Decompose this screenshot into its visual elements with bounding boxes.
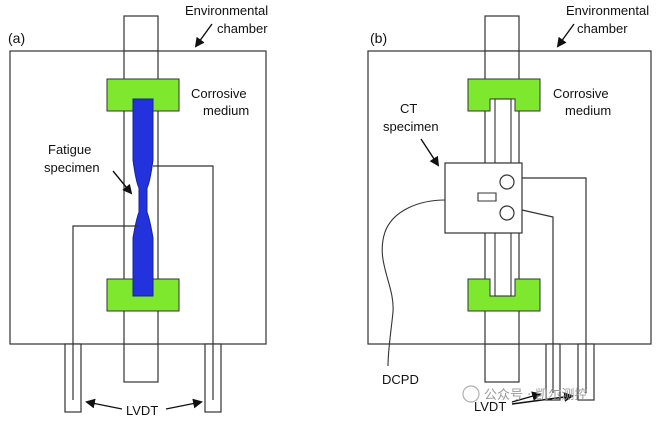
- panel-b-tag: (b): [370, 30, 387, 46]
- panel-a-medium-label-line1: Corrosive: [191, 86, 247, 101]
- panel-b-lvdt-arrow-left: [511, 391, 542, 403]
- panel-a-specimen-label-line1: Fatigue: [48, 142, 91, 157]
- panel-b-ct-notch: [477, 192, 497, 202]
- watermark-text: 公众号 · 凯尔测控: [484, 388, 587, 403]
- panel-b-specimen-arrow: [420, 138, 440, 167]
- panel-a: (a) Environmental chamber Corrosive medi…: [8, 3, 268, 418]
- panel-b-lvdt-arrow-right: [511, 392, 574, 405]
- panel-a-lvdt-rod-right: [153, 165, 214, 344]
- panel-b-dcpd-wire: [381, 199, 446, 367]
- panel-b-chamber-label-line1: Environmental: [566, 3, 649, 18]
- panel-a-specimen-arrow: [112, 170, 133, 195]
- panel-b-dcpd-label: DCPD: [382, 372, 419, 387]
- panel-b-upper-clevis: [494, 98, 512, 164]
- panel-a-lvdt-rod-left: [72, 225, 139, 344]
- panel-a-lvdt-arrow-left: [85, 398, 123, 410]
- panel-b-lower-clevis: [494, 232, 512, 297]
- watermark-logo-icon: [462, 385, 480, 403]
- panel-b-medium-label-line2: medium: [565, 103, 611, 118]
- panel-b-lvdt-rod-left: [521, 209, 554, 344]
- panel-b-ct-pin-hole-upper: [499, 174, 515, 190]
- panel-a-chamber-label-line2: chamber: [217, 21, 268, 36]
- panel-a-specimen-label-line2: specimen: [44, 160, 100, 175]
- panel-b-ct-pin-hole-lower: [499, 205, 515, 221]
- panel-b-lower-grip: [467, 278, 541, 312]
- panel-b-medium-label-line1: Corrosive: [553, 86, 609, 101]
- watermark: 公众号 · 凯尔测控: [462, 385, 587, 403]
- panel-a-lvdt-label: LVDT: [126, 403, 158, 418]
- panel-b-lvdt-rod-right: [522, 177, 587, 344]
- panel-b-specimen-label-line1: CT: [400, 101, 417, 116]
- panel-b-chamber-label-line2: chamber: [577, 21, 628, 36]
- panel-b: (b) Environmental chamber Corrosive: [367, 3, 652, 414]
- panel-a-chamber-arrow: [194, 23, 213, 48]
- panel-a-lvdt-arrow-right: [165, 398, 203, 410]
- panel-a-chamber-label-line1: Environmental: [185, 3, 268, 18]
- panel-b-upper-grip: [467, 78, 541, 112]
- panel-b-chamber-arrow: [556, 23, 575, 48]
- panel-b-specimen-label-line2: specimen: [383, 119, 439, 134]
- panel-b-lvdt-label: LVDT: [474, 399, 506, 414]
- panel-a-fatigue-specimen: [132, 98, 154, 297]
- panel-a-tag: (a): [8, 30, 25, 46]
- panel-a-medium-label-line2: medium: [203, 103, 249, 118]
